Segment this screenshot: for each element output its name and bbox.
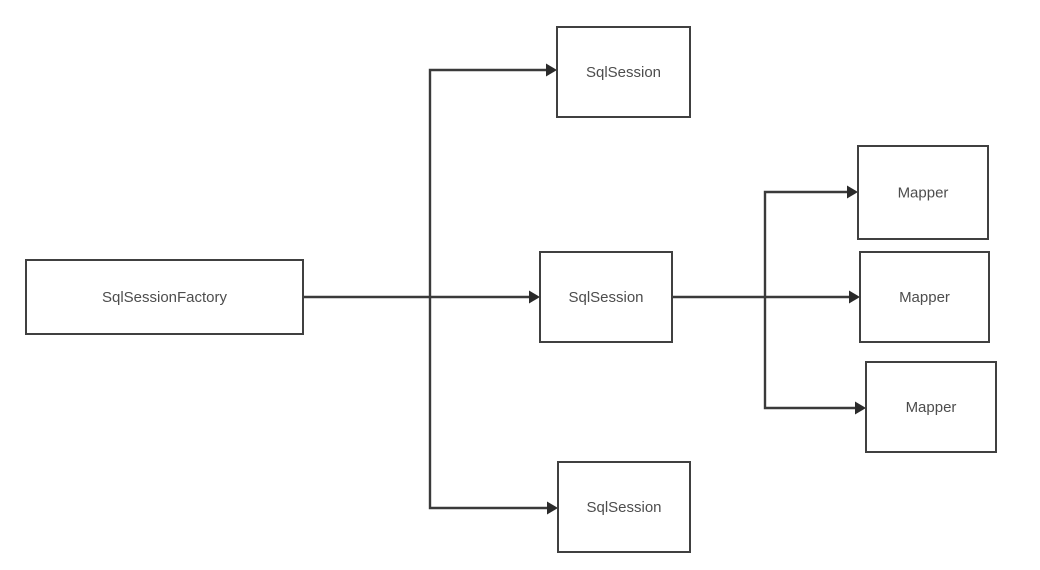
edges-layer xyxy=(303,63,866,515)
edge-sqlsessionfactory-to-sqlsession-bottom xyxy=(428,297,558,515)
arrowhead-icon xyxy=(546,63,557,77)
node-box-mapper-middle[interactable] xyxy=(859,251,990,343)
edge-line xyxy=(428,297,547,510)
node-box-sqlsessionfactory[interactable] xyxy=(25,259,304,335)
node-box-sqlsession-bottom[interactable] xyxy=(557,461,691,553)
edge-line xyxy=(763,297,855,410)
node-label-mapper-top: Mapper xyxy=(898,184,949,201)
edge-sqlsession-middle-to-mapper-top xyxy=(763,185,858,297)
node-box-sqlsession-top[interactable] xyxy=(556,26,691,118)
edge-line xyxy=(428,68,546,297)
arrowhead-icon xyxy=(529,290,540,304)
node-mapper-top[interactable]: Mapper xyxy=(857,145,989,240)
node-mapper-bottom[interactable]: Mapper xyxy=(865,361,997,453)
arrowhead-icon xyxy=(847,185,858,199)
node-label-mapper-middle: Mapper xyxy=(899,289,950,306)
node-sqlsession-middle[interactable]: SqlSession xyxy=(539,251,673,343)
nodes-layer: SqlSessionFactorySqlSessionSqlSessionSql… xyxy=(25,26,997,553)
node-sqlsession-bottom[interactable]: SqlSession xyxy=(557,461,691,553)
node-label-mapper-bottom: Mapper xyxy=(906,399,957,416)
arrowhead-icon xyxy=(547,501,558,515)
node-box-mapper-bottom[interactable] xyxy=(865,361,997,453)
edge-sqlsession-middle-to-mapper-bottom xyxy=(763,297,866,415)
node-label-sqlsession-bottom: SqlSession xyxy=(586,499,661,516)
node-mapper-middle[interactable]: Mapper xyxy=(859,251,990,343)
edge-sqlsessionfactory-to-sqlsession-middle xyxy=(303,290,540,304)
edge-line xyxy=(763,190,847,297)
node-sqlsession-top[interactable]: SqlSession xyxy=(556,26,691,118)
edge-sqlsession-middle-to-mapper-middle xyxy=(672,290,860,304)
node-box-sqlsession-middle[interactable] xyxy=(539,251,673,343)
node-label-sqlsession-top: SqlSession xyxy=(586,64,661,81)
node-label-sqlsession-middle: SqlSession xyxy=(568,289,643,306)
node-box-mapper-top[interactable] xyxy=(857,145,989,240)
arrowhead-icon xyxy=(855,401,866,415)
arrowhead-icon xyxy=(849,290,860,304)
node-sqlsessionfactory[interactable]: SqlSessionFactory xyxy=(25,259,304,335)
node-label-sqlsessionfactory: SqlSessionFactory xyxy=(102,289,228,306)
edge-sqlsessionfactory-to-sqlsession-top xyxy=(428,63,557,297)
